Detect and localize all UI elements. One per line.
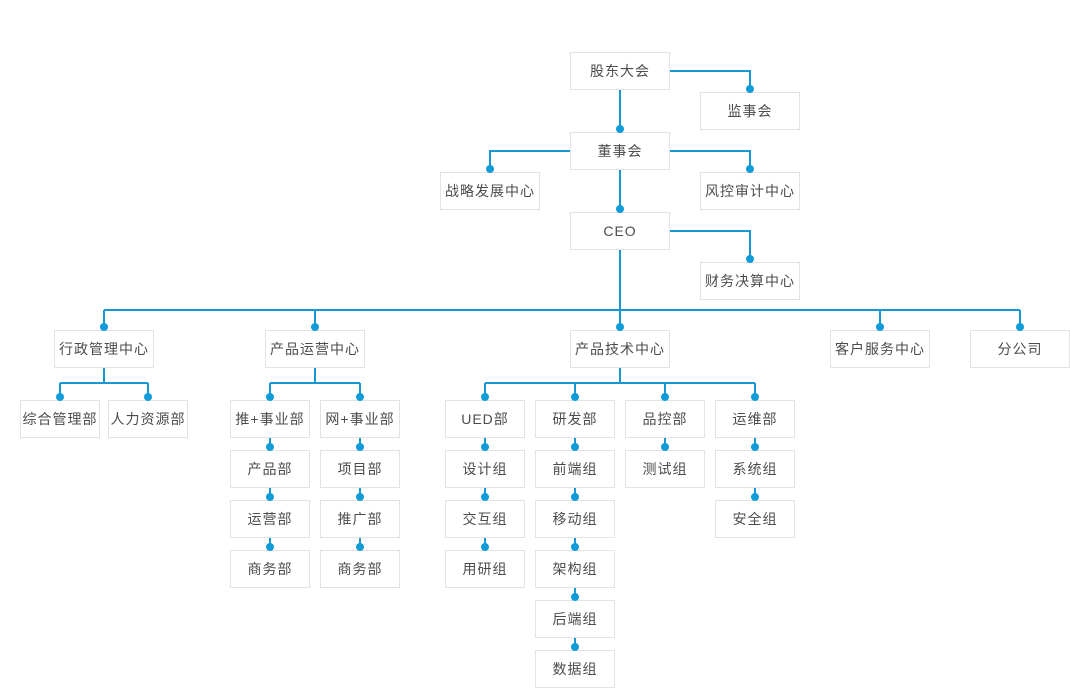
org-node-project-dept: 项目部 [320, 450, 400, 488]
org-node-label: 综合管理部 [22, 411, 98, 427]
connector-line [670, 150, 751, 169]
org-node-label: 安全组 [732, 511, 778, 527]
org-node-label: 产品运营中心 [270, 341, 360, 357]
org-node-finance-center: 财务决算中心 [700, 262, 800, 300]
org-node-label: 设计组 [462, 461, 508, 477]
org-node-qc-dept: 品控部 [625, 400, 705, 438]
org-node-interaction-group: 交互组 [445, 500, 525, 538]
org-node-operations-dept: 运营部 [230, 500, 310, 538]
org-node-label: 人力资源部 [110, 411, 186, 427]
org-node-business-dept-2: 商务部 [320, 550, 400, 588]
org-node-label: 产品部 [247, 461, 293, 477]
org-node-label: 产品技术中心 [575, 341, 665, 357]
org-node-general-admin-dept: 综合管理部 [20, 400, 100, 438]
org-node-label: 运维部 [732, 411, 778, 427]
org-node-label: 数据组 [552, 661, 598, 677]
org-node-ceo: CEO [570, 212, 670, 250]
org-node-customer-service-center: 客户服务中心 [830, 330, 930, 368]
org-node-ued-dept: UED部 [445, 400, 525, 438]
org-node-label: 财务决算中心 [705, 273, 795, 289]
org-node-label: 用研组 [462, 561, 508, 577]
org-node-label: 运营部 [247, 511, 293, 527]
org-node-branch-company: 分公司 [970, 330, 1070, 368]
org-node-wang-division: 网+事业部 [320, 400, 400, 438]
org-node-label: 客户服务中心 [835, 341, 925, 357]
org-node-label: 战略发展中心 [445, 183, 535, 199]
org-node-label: 监事会 [727, 103, 773, 119]
org-node-mobile-group: 移动组 [535, 500, 615, 538]
org-node-strategy-center: 战略发展中心 [440, 172, 540, 210]
org-node-label: 商务部 [247, 561, 293, 577]
org-node-risk-audit-center: 风控审计中心 [700, 172, 800, 210]
org-node-shareholders-meeting: 股东大会 [570, 52, 670, 90]
org-node-product-tech-center: 产品技术中心 [570, 330, 670, 368]
org-node-backend-group: 后端组 [535, 600, 615, 638]
org-node-system-group: 系统组 [715, 450, 795, 488]
org-node-label: 测试组 [642, 461, 688, 477]
org-node-label: 品控部 [642, 411, 688, 427]
org-node-label: 推+事业部 [235, 411, 305, 427]
connector-line [670, 230, 751, 259]
org-node-label: 研发部 [552, 411, 598, 427]
org-node-admin-center: 行政管理中心 [54, 330, 154, 368]
org-node-testing-group: 测试组 [625, 450, 705, 488]
org-node-label: 架构组 [552, 561, 598, 577]
org-node-frontend-group: 前端组 [535, 450, 615, 488]
connector-line [670, 70, 751, 89]
org-node-architecture-group: 架构组 [535, 550, 615, 588]
org-node-business-dept-1: 商务部 [230, 550, 310, 588]
connector-line [489, 150, 570, 169]
org-node-hr-dept: 人力资源部 [108, 400, 188, 438]
org-node-label: 网+事业部 [325, 411, 395, 427]
org-node-product-dept: 产品部 [230, 450, 310, 488]
org-node-product-ops-center: 产品运营中心 [265, 330, 365, 368]
org-node-label: 系统组 [732, 461, 778, 477]
org-node-data-group: 数据组 [535, 650, 615, 688]
org-node-label: 项目部 [337, 461, 383, 477]
org-node-user-research-group: 用研组 [445, 550, 525, 588]
org-node-label: 交互组 [462, 511, 508, 527]
org-node-label: 商务部 [337, 561, 383, 577]
org-node-supervisory-board: 监事会 [700, 92, 800, 130]
org-node-label: 分公司 [997, 341, 1043, 357]
org-node-promotion-dept: 推广部 [320, 500, 400, 538]
org-node-label: 风控审计中心 [705, 183, 795, 199]
org-node-label: 推广部 [337, 511, 383, 527]
org-node-label: UED部 [461, 411, 509, 427]
org-node-label: 前端组 [552, 461, 598, 477]
org-node-design-group: 设计组 [445, 450, 525, 488]
org-node-label: 行政管理中心 [59, 341, 149, 357]
org-node-rd-dept: 研发部 [535, 400, 615, 438]
org-node-tui-division: 推+事业部 [230, 400, 310, 438]
org-node-board-of-directors: 董事会 [570, 132, 670, 170]
org-node-label: 后端组 [552, 611, 598, 627]
org-node-security-group: 安全组 [715, 500, 795, 538]
org-node-label: 移动组 [552, 511, 598, 527]
org-node-label: CEO [603, 223, 637, 239]
org-node-ops-maintenance-dept: 运维部 [715, 400, 795, 438]
org-node-label: 董事会 [597, 143, 643, 159]
org-node-label: 股东大会 [590, 63, 650, 79]
